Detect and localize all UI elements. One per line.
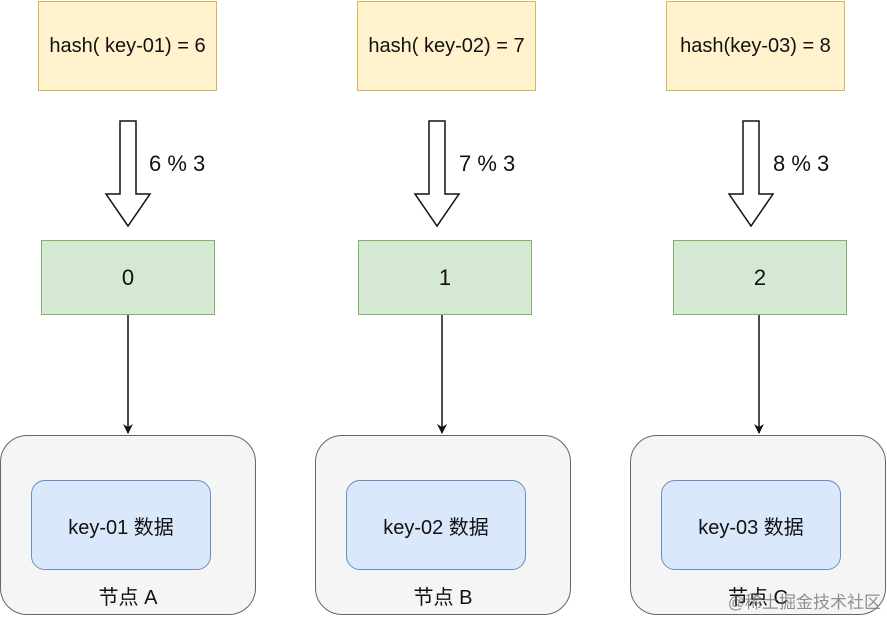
mod-label-6: 6 % 3 xyxy=(149,151,206,176)
hash-label-key-03: hash(key-03) = 8 xyxy=(680,34,831,57)
hash-label-key-02: hash( key-02) = 7 xyxy=(368,34,525,57)
block-arrow-3 xyxy=(727,120,775,228)
hash-box-key-03: hash(key-03) = 8 xyxy=(666,1,845,91)
node-label-b: 节点 B xyxy=(413,587,473,609)
bucket-box-0: 0 xyxy=(41,240,215,315)
block-arrow-2 xyxy=(413,120,461,228)
block-arrow-1 xyxy=(104,120,152,228)
data-label-key-02: key-02 数据 xyxy=(383,516,489,539)
data-box-key-02: key-02 数据 xyxy=(346,480,526,570)
bucket-label-1: 1 xyxy=(438,264,452,290)
data-box-key-01: key-01 数据 xyxy=(31,480,211,570)
node-label-c: 节点 C xyxy=(728,587,788,609)
mod-label-8: 8 % 3 xyxy=(773,151,830,176)
data-box-key-03: key-03 数据 xyxy=(661,480,841,570)
hash-box-key-01: hash( key-01) = 6 xyxy=(38,1,217,91)
node-label-a: 节点 A xyxy=(98,587,158,609)
data-label-key-03: key-03 数据 xyxy=(698,516,804,539)
hash-label-key-01: hash( key-01) = 6 xyxy=(49,34,206,57)
bucket-box-1: 1 xyxy=(358,240,532,315)
bucket-label-2: 2 xyxy=(753,264,767,290)
data-label-key-01: key-01 数据 xyxy=(68,516,174,539)
mod-label-7: 7 % 3 xyxy=(459,151,516,176)
bucket-box-2: 2 xyxy=(673,240,847,315)
bucket-label-0: 0 xyxy=(121,264,135,290)
watermark: @稀土掘金技术社区 xyxy=(727,593,881,612)
hash-box-key-02: hash( key-02) = 7 xyxy=(357,1,536,91)
